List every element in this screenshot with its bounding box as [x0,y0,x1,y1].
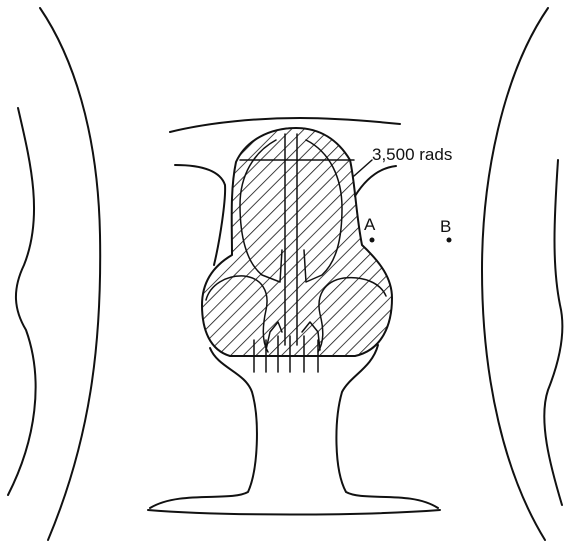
dose-label: 3,500 rads [372,145,452,164]
right-inner-contour [544,160,562,505]
left-inner-contour [8,108,36,495]
vagina-base-contour [148,510,440,515]
uterus-left-shoulder [175,165,225,265]
vagina-right-wall [336,345,438,508]
point-b-label: B [440,217,451,236]
right-outer-contour [482,8,548,540]
left-outer-contour [40,8,100,540]
dose-leader-line [354,160,372,176]
point-a-marker [370,238,375,243]
vagina-left-wall [150,348,257,508]
point-b-marker [447,238,452,243]
point-a-label: A [364,215,376,234]
